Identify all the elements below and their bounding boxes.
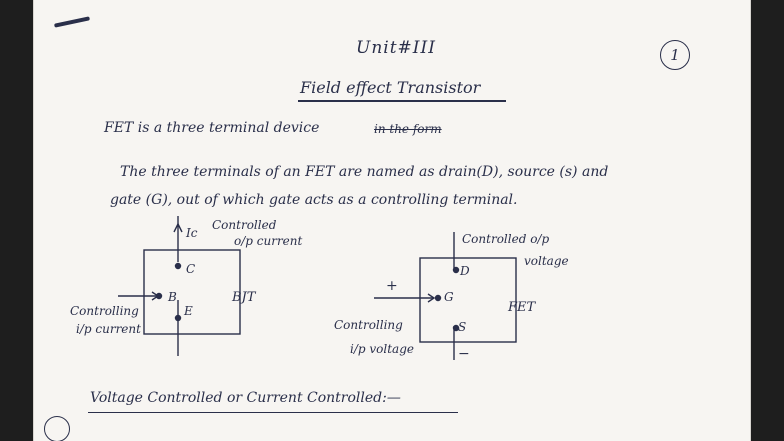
bjt-c-label: C — [186, 262, 196, 276]
fet-input-label-2: i/p voltage — [350, 342, 414, 356]
bjt-c-dot — [174, 262, 182, 270]
bjt-box — [143, 249, 241, 335]
fet-s-dot — [452, 324, 460, 332]
bjt-ic-arrow — [173, 222, 183, 233]
bjt-b-dot — [155, 292, 163, 300]
title-underline — [298, 100, 506, 102]
bjt-e-dot — [174, 314, 182, 322]
unit-heading: Unit#III — [356, 38, 436, 58]
fet-output-label-2: voltage — [524, 254, 569, 268]
bjt-input-label-2: i/p current — [76, 322, 141, 336]
bjt-b-label: B — [168, 290, 177, 304]
text-line-2: The three terminals of an FET are named … — [120, 164, 609, 180]
bjt-input-label: Controlling — [70, 304, 139, 318]
fet-input-label: Controlling — [334, 318, 403, 332]
section-heading: Voltage Controlled or Current Controlled… — [90, 390, 401, 406]
fet-g-label: G — [444, 290, 454, 304]
fet-minus-label: − — [458, 346, 470, 362]
text-line-3: gate (G), out of which gate acts as a co… — [110, 192, 518, 208]
fet-plus-label: + — [386, 278, 398, 294]
fet-output-label: Controlled o/p — [462, 232, 550, 246]
bottom-circle-mark — [44, 416, 70, 441]
fet-gate-arrow — [427, 293, 436, 303]
diagram-svg — [118, 216, 517, 360]
struck-text: in the form — [374, 122, 442, 136]
fet-d-label: D — [460, 264, 470, 278]
fet-s-label: S — [458, 320, 467, 334]
fet-box — [419, 257, 517, 343]
fet-name: FET — [508, 300, 536, 315]
notebook-page: Unit#III 1 Field effect Transistor FET i… — [34, 0, 750, 441]
bjt-output-label-2: o/p current — [234, 234, 303, 248]
bjt-ic-label: Ic — [186, 226, 198, 240]
section-underline — [88, 412, 458, 414]
bjt-name: BJT — [232, 290, 256, 305]
page-number: 1 — [660, 40, 690, 70]
fet-d-dot — [452, 266, 460, 274]
bjt-e-label: E — [184, 304, 193, 318]
fet-g-dot — [434, 294, 442, 302]
text-line-1: FET is a three terminal device — [104, 120, 320, 136]
page-title: Field effect Transistor — [300, 78, 481, 97]
bjt-output-label: Controlled — [212, 218, 277, 232]
